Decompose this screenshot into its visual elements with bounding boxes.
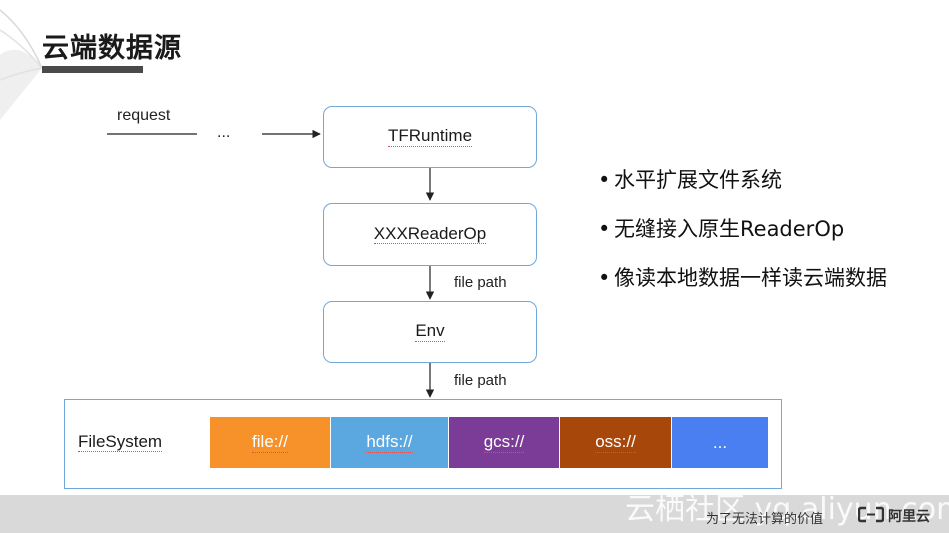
node-env-label: Env: [415, 321, 445, 342]
filesystem-label: FileSystem: [78, 432, 163, 452]
fs-cell-more: ...: [672, 417, 768, 468]
fs-cell-file-label: file://: [252, 432, 288, 453]
aliyun-logo-icon: [858, 506, 884, 523]
bullet-item: •无缝接入原生ReaderOp: [598, 217, 845, 241]
fs-cell-oss: oss://: [560, 417, 671, 468]
brand-name: 阿里云: [888, 509, 930, 525]
edge-label-file-path-1: file path: [454, 274, 507, 291]
edge-label-file-path-2: file path: [454, 372, 507, 389]
corner-decoration: [0, 0, 43, 120]
watermark: 云栖社区 yq.aliyun.com: [625, 492, 949, 527]
bullet-list: •水平扩展文件系统 •无缝接入原生ReaderOp •像读本地数据一样读云端数据: [598, 162, 887, 309]
bullet-text: 像读本地数据一样读云端数据: [614, 266, 887, 290]
fs-cell-gcs: gcs://: [449, 417, 559, 468]
page-title: 云端数据源: [42, 33, 182, 64]
footer-slogan: 为了无法计算的价值: [706, 512, 824, 527]
node-readerop-label: XXXReaderOp: [373, 223, 487, 245]
fs-cell-hdfs-label: hdfs://: [366, 432, 413, 453]
bullet-item: •像读本地数据一样读云端数据: [598, 266, 887, 290]
node-readerop: XXXReaderOp: [323, 203, 537, 266]
fs-cell-hdfs: hdfs://: [331, 417, 448, 468]
request-label: request: [117, 107, 171, 124]
node-tfruntime: TFRuntime: [323, 106, 537, 168]
bullet-item: •水平扩展文件系统: [598, 168, 782, 192]
node-tfruntime-label: TFRuntime: [387, 126, 473, 147]
fs-cell-oss-label: oss://: [595, 432, 636, 453]
bullet-text: 水平扩展文件系统: [614, 168, 782, 192]
fs-cell-file: file://: [210, 417, 330, 468]
bullet-text: 无缝接入原生ReaderOp: [614, 217, 845, 241]
fs-cell-gcs-label: gcs://: [483, 432, 525, 453]
node-env: Env: [323, 301, 537, 363]
request-ellipsis: ...: [217, 124, 231, 141]
title-underline: [42, 66, 143, 73]
filesystem-label-text: FileSystem: [78, 432, 163, 452]
fs-cell-more-label: ...: [712, 432, 728, 452]
footer-bar: [0, 495, 949, 533]
